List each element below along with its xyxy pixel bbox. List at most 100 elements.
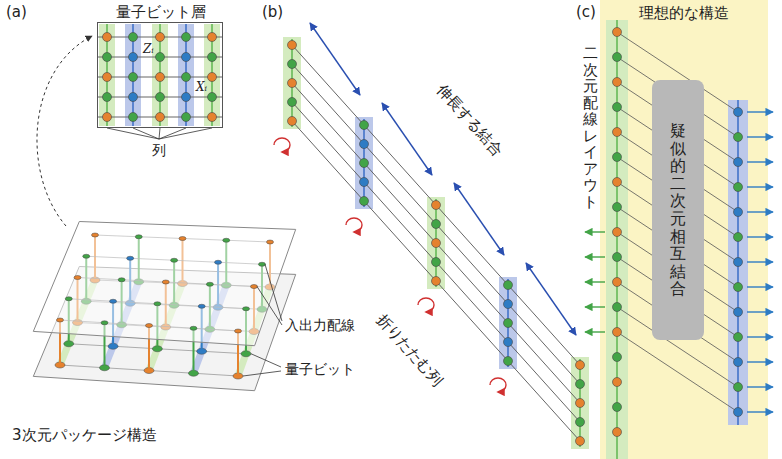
qubit-dot	[576, 418, 585, 427]
stretch-arrow	[454, 183, 504, 255]
qubit-dot	[734, 258, 743, 267]
io-arrow	[747, 136, 773, 137]
qubit-dot	[734, 358, 743, 367]
wiring-line	[60, 320, 238, 331]
qubit-dot	[103, 93, 112, 102]
vertical-caption: 疑似的二次元相互結合	[670, 122, 686, 298]
qubit-dot	[432, 220, 441, 229]
qubit-dot	[103, 33, 112, 42]
io-pad	[92, 233, 99, 237]
leader-line	[243, 371, 281, 376]
io-arrow	[747, 261, 773, 262]
io-pad	[251, 285, 258, 289]
io-arrow	[747, 186, 773, 187]
part-label: 列	[152, 142, 166, 159]
panel-tag: (c)	[576, 3, 596, 21]
qubit-dot	[182, 113, 191, 122]
io-pad	[118, 278, 125, 282]
qubit-dot	[613, 178, 622, 187]
column-stripe	[152, 24, 168, 126]
io-pad	[83, 254, 90, 258]
leader-line	[159, 128, 212, 139]
io-pad	[190, 326, 197, 330]
io-pad	[243, 307, 250, 311]
operator-label: Zᵢ	[143, 42, 154, 56]
io-pad	[198, 304, 205, 308]
qubit-dot	[129, 113, 138, 122]
qubit-dot	[613, 153, 622, 162]
qubit-dot	[504, 319, 513, 328]
qubit-dot	[734, 183, 743, 192]
qubit-dot	[288, 41, 297, 50]
qubit-dot	[504, 281, 513, 290]
qubit-dot	[734, 233, 743, 242]
qubit-dot	[613, 78, 622, 87]
panel-tag: (b)	[262, 3, 283, 21]
qubit-dot	[360, 159, 369, 168]
leader-line	[257, 287, 282, 326]
fold-arrow	[490, 378, 506, 392]
diagonal-label: 折りたたむ列	[373, 311, 447, 390]
coupling-line	[292, 64, 580, 384]
column-stripe	[178, 24, 194, 126]
qubit-dot	[613, 278, 622, 287]
leader-line	[107, 128, 159, 139]
qubit-dot	[288, 117, 297, 126]
io-pad	[206, 282, 213, 286]
column-stripe	[427, 197, 445, 289]
qubit-dot	[360, 121, 369, 130]
qubit-dot	[613, 378, 622, 387]
io-arrow	[585, 256, 605, 257]
io-arrow	[747, 336, 773, 337]
coupling-line	[292, 83, 580, 403]
io-pad	[110, 299, 117, 303]
qubit-dot	[129, 33, 138, 42]
io-arrow	[747, 311, 773, 312]
qubit-dot	[432, 201, 441, 210]
layer-title: 量子ビット層	[116, 3, 206, 21]
leader-line	[251, 354, 281, 367]
fold-arrow	[274, 138, 290, 152]
qubit-dot	[129, 73, 138, 82]
qubit-dot	[734, 408, 743, 417]
qubit-dot	[613, 428, 622, 437]
io-arrow	[585, 281, 605, 282]
io-pad	[74, 276, 81, 280]
qubit-dot	[432, 239, 441, 248]
part-label: 入出力配線	[285, 317, 355, 334]
qubit-dot	[734, 283, 743, 292]
qubit-dot	[613, 353, 622, 362]
io-arrow	[585, 331, 605, 332]
io-pad	[259, 262, 266, 266]
io-arrow	[747, 411, 773, 412]
qubit-dot	[360, 178, 369, 187]
qubit-dot	[432, 277, 441, 286]
io-arrow	[747, 236, 773, 237]
column-stripe	[99, 24, 115, 126]
column-stripe	[728, 100, 748, 425]
column-stripe	[283, 37, 301, 129]
qubit-dot	[208, 33, 217, 42]
band-title: 理想的な構造	[639, 4, 729, 22]
qubit-dot	[208, 113, 217, 122]
qubit-dot	[288, 98, 297, 107]
qubit-dot	[734, 158, 743, 167]
stretch-arrow	[382, 103, 432, 175]
wiring-line	[78, 278, 255, 287]
qubit-dot	[208, 73, 217, 82]
io-pad	[223, 238, 230, 242]
part-label: 量子ビット	[285, 361, 355, 378]
qubit-dot	[182, 33, 191, 42]
qubit-layer-box: 量子ビット層ZᵢXᵢ	[97, 22, 223, 128]
qubit-dot	[613, 28, 622, 37]
io-pad	[162, 280, 169, 284]
qubit-dot	[103, 113, 112, 122]
column-stripe	[571, 357, 589, 449]
qubit-dot	[288, 60, 297, 69]
qubit-dot	[288, 79, 297, 88]
qubit-dot	[613, 253, 622, 262]
qubit-dot	[103, 73, 112, 82]
column-stripe	[355, 117, 373, 209]
io-arrow	[747, 361, 773, 362]
